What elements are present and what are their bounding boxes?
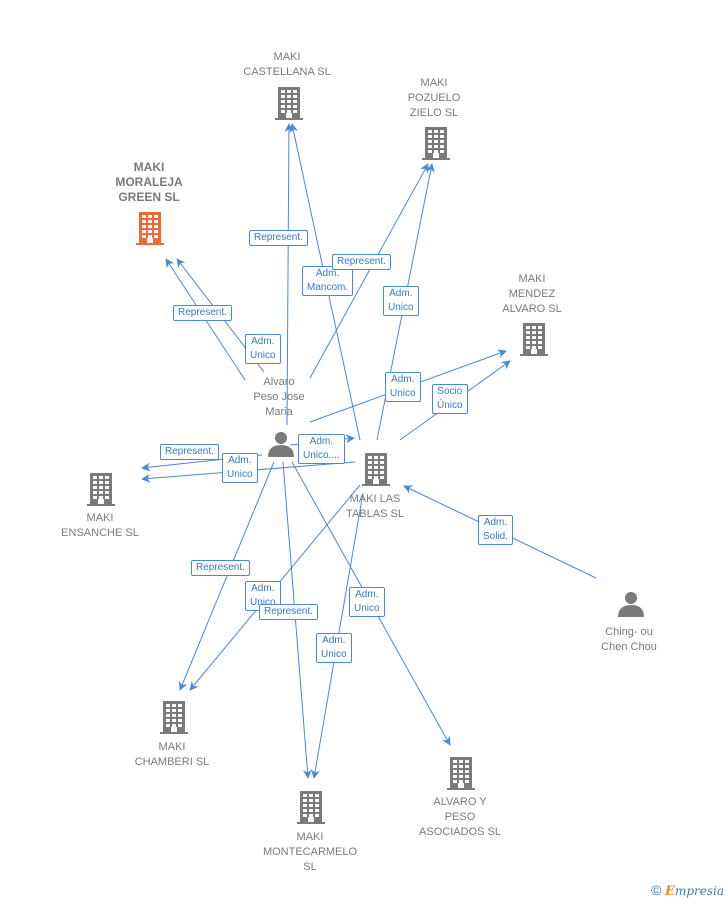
edge-label-alvaro-moraleja[interactable]: Adm. Unico <box>245 334 281 364</box>
person-icon-ching[interactable] <box>618 592 644 617</box>
edge-alvaro-castellana <box>284 123 294 426</box>
building-icon-moraleja[interactable] <box>136 212 164 245</box>
person-icon-alvaro[interactable] <box>268 432 294 457</box>
building-icon-castellana[interactable] <box>275 87 303 120</box>
node-label-alvaro[interactable]: Alvaro Peso Jose Maria <box>253 376 305 418</box>
building-icon-pozuelo[interactable] <box>422 127 450 160</box>
building-icon-ensanche[interactable] <box>87 473 115 506</box>
edge-label-alvaro-castellana[interactable]: Represent. <box>249 230 308 246</box>
edge-label-lastablas-pozuelo[interactable]: Adm. Unico <box>383 286 419 316</box>
edge-label-lastablas-castellana[interactable]: Adm. Mancom. <box>302 266 354 296</box>
edge-label-lastablas-montecarmelo[interactable]: Adm. Unico <box>316 633 352 663</box>
edge-label-lastablas-ensanche[interactable]: Adm. Unico <box>222 453 258 483</box>
node-label-mendez[interactable]: MAKI MENDEZ ALVARO SL <box>502 273 562 315</box>
edge-label-alvaro-mendez[interactable]: Adm. Unico <box>385 372 421 402</box>
copyright-symbol: © <box>651 882 662 898</box>
node-label-ensanche[interactable]: MAKI ENSANCHE SL <box>61 512 139 539</box>
building-icon-lastablas[interactable] <box>362 453 390 486</box>
edge-label-alvaro-moraleja[interactable]: Represent. <box>173 305 232 321</box>
edge-label-alvaro-montecarmelo[interactable]: Represent. <box>259 604 318 620</box>
node-label-pozuelo[interactable]: MAKI POZUELO ZIELO SL <box>407 77 461 119</box>
node-label-lastablas[interactable]: MAKI LAS TABLAS SL <box>346 493 404 520</box>
edge-label-alvaro-pozuelo[interactable]: Represent. <box>332 254 391 270</box>
node-label-chamberi[interactable]: MAKI CHAMBERI SL <box>134 741 210 768</box>
edge-label-alvaro-ensanche[interactable]: Represent. <box>160 444 219 460</box>
edge-label-alvaro-lastablas[interactable]: Adm. Unico.... <box>298 434 345 464</box>
building-icon-chamberi[interactable] <box>160 701 188 734</box>
edge-label-alvaro-alvaroypeso[interactable]: Adm. Unico <box>349 587 385 617</box>
edge-alvaro-pozuelo <box>309 163 429 379</box>
node-label-moraleja[interactable]: MAKI MORALEJA GREEN SL <box>115 160 183 204</box>
edge-alvaro-chamberi <box>178 461 275 691</box>
node-label-castellana[interactable]: MAKI CASTELLANA SL <box>243 51 331 78</box>
brand-initial: E <box>665 884 675 899</box>
building-icon-mendez[interactable] <box>520 323 548 356</box>
edge-label-lastablas-mendez[interactable]: Socio Único <box>432 384 468 414</box>
node-label-alvaroypeso[interactable]: ALVARO Y PESO ASOCIADOS SL <box>419 796 501 838</box>
building-icon-alvaroypeso[interactable] <box>447 757 475 790</box>
building-icon-montecarmelo[interactable] <box>297 791 325 824</box>
edge-alvaro-montecarmelo <box>282 461 312 779</box>
edge-label-ching-lastablas[interactable]: Adm. Solid. <box>478 515 514 545</box>
node-label-montecarmelo[interactable]: MAKI MONTECARMELO SL <box>262 831 358 873</box>
node-label-ching[interactable]: Ching- ou Chen Chou <box>601 626 657 653</box>
edge-label-alvaro-chamberi[interactable]: Represent. <box>191 560 250 576</box>
brand-name: mpresia <box>674 884 724 898</box>
footer-brand: © Empresia <box>651 882 724 899</box>
